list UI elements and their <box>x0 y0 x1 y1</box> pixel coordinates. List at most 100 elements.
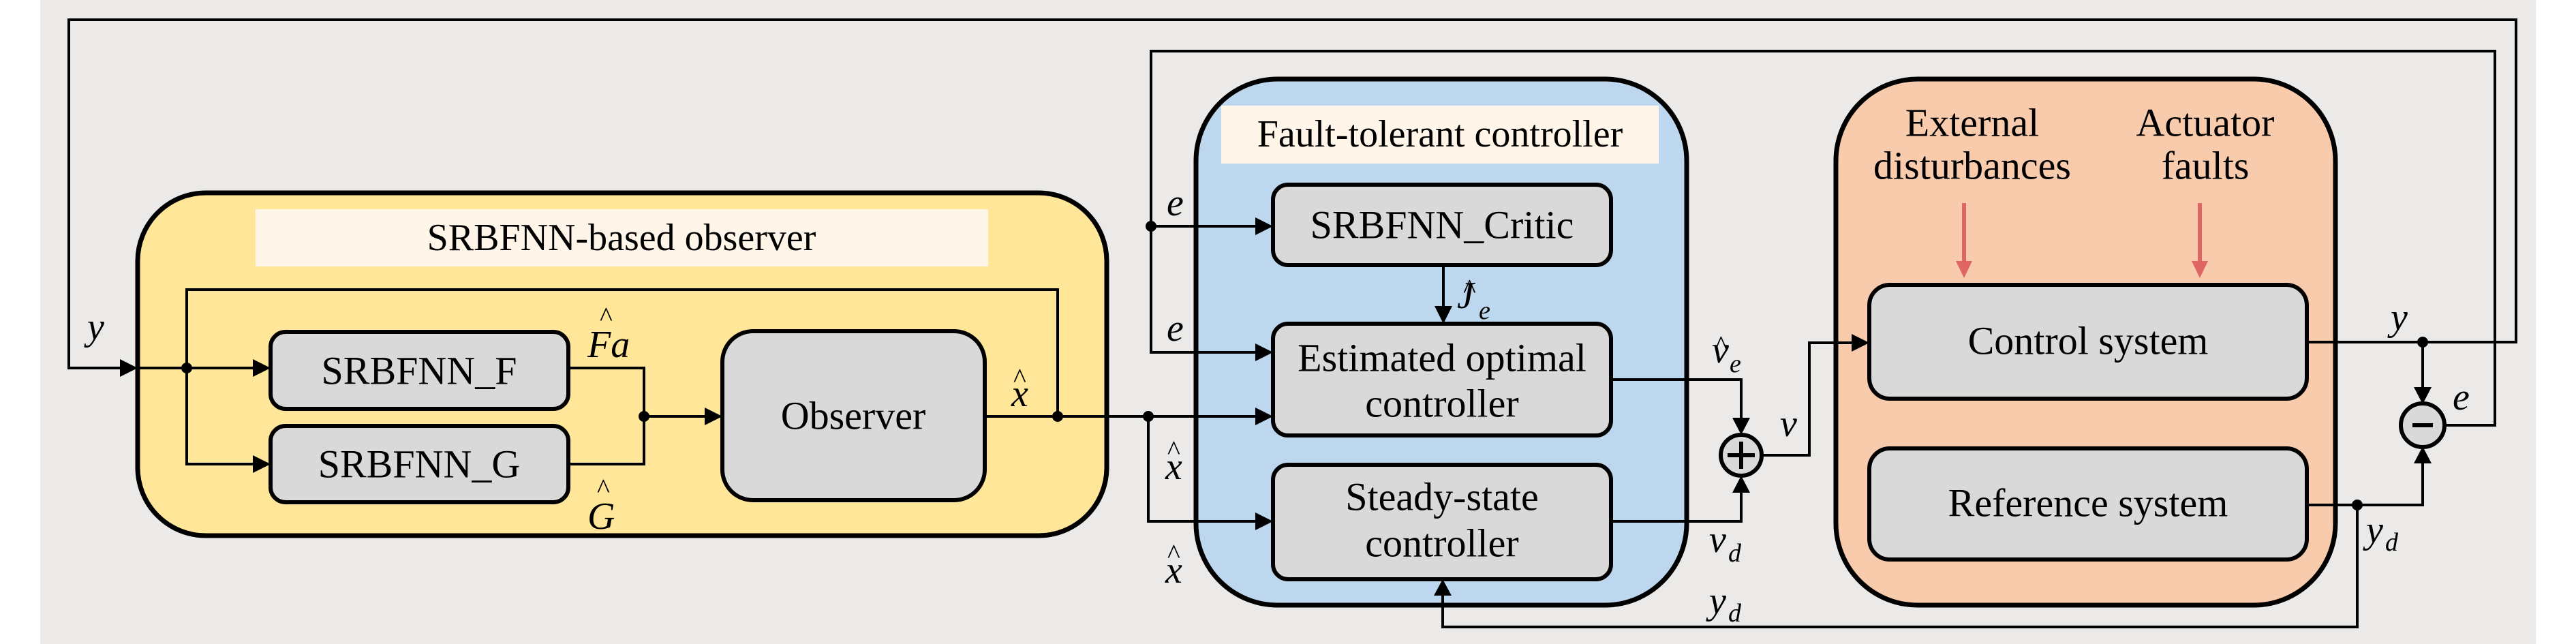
wire-v <box>1762 341 1854 457</box>
signal-y-d-ref-base: y <box>2363 509 2383 551</box>
steady-state-controller-block[interactable]: Steady-state controller <box>1271 463 1613 581</box>
estimated-optimal-label-line1: Estimated optimal <box>1298 336 1586 380</box>
srbfnn-g-block[interactable]: SRBFNN_G <box>269 424 570 504</box>
reference-system-block[interactable]: Reference system <box>1867 446 2309 562</box>
signal-y-input: y <box>84 306 104 348</box>
signal-x-hat-observer: ^ x <box>1011 363 1028 415</box>
signal-e-estimated: e <box>1167 307 1184 350</box>
signal-x-hat-steady-base: x <box>1165 549 1182 592</box>
signal-x-hat-estimated-base: x <box>1165 446 1182 488</box>
actuator-faults-line2: faults <box>2162 144 2250 188</box>
arrowhead-control-system <box>1852 334 1869 352</box>
arrowhead-observer <box>705 408 722 425</box>
signal-y-d-ref: y d <box>2363 509 2399 557</box>
signal-y-d-bottom-base: y <box>1706 580 1726 622</box>
wire-v-hat-e <box>1611 378 1743 419</box>
arrowhead-sum-bottom <box>1732 476 1750 493</box>
estimated-optimal-label-line2: controller <box>1365 382 1518 426</box>
signal-j-hat-e: ^ J e <box>1457 273 1490 325</box>
estimated-optimal-box <box>1271 322 1613 438</box>
srbfnn-g-label: SRBFNN_G <box>318 442 521 487</box>
signal-v-hat-e-accent: ^ <box>1715 330 1728 361</box>
steady-state-box <box>1271 463 1613 581</box>
signal-y-d-bottom-sub: d <box>1728 599 1742 628</box>
reference-system-box <box>1867 446 2309 562</box>
critic-block[interactable]: SRBFNN_Critic <box>1271 183 1613 267</box>
observer-title-bg <box>256 209 988 266</box>
signal-v-d-base: v <box>1709 519 1726 561</box>
controller-group-title: Fault-tolerant controller <box>1257 113 1623 155</box>
srbfnn-g-box <box>269 424 570 504</box>
controller-title-bg <box>1221 106 1659 164</box>
wire-observer-inner-loop <box>185 288 1059 465</box>
control-system-label: Control system <box>1968 319 2209 363</box>
arrowhead-estimated-e <box>1255 343 1273 361</box>
estimated-optimal-controller-block[interactable]: Estimated optimal controller <box>1271 322 1613 438</box>
signal-x-hat-steady: ^ x <box>1165 538 1182 592</box>
signal-e-critic: e <box>1167 182 1184 224</box>
signal-g-hat-accent: ^ <box>597 473 610 504</box>
wire-y-feedback <box>67 18 2517 369</box>
signal-g-hat-base: G <box>587 495 615 538</box>
steady-state-label-line1: Steady-state <box>1345 475 1538 519</box>
arrowhead-diff-bottom <box>2414 446 2432 463</box>
reference-system-label: Reference system <box>1948 481 2228 525</box>
srbfnn-f-box <box>269 330 570 411</box>
signal-j-hat-base: J <box>1457 275 1476 317</box>
critic-box <box>1271 183 1613 267</box>
wire-y-d-to-diff <box>2307 462 2424 506</box>
observer-box <box>720 329 987 502</box>
signal-v-hat-e-sub: e <box>1730 350 1741 378</box>
external-disturbances-line1: External <box>1905 101 2039 145</box>
wire-e-feedback <box>1150 50 2496 427</box>
signal-j-hat-sub: e <box>1479 296 1490 325</box>
junction-dot-x-hat-split <box>1143 411 1154 422</box>
junction-dot-merge <box>639 411 649 422</box>
sum-junction <box>1719 433 1764 478</box>
wire-v-d <box>1611 491 1743 523</box>
arrowhead-y-in <box>120 359 138 377</box>
difference-junction <box>2399 401 2447 449</box>
signal-x-hat-estimated-accent: ^ <box>1167 435 1180 465</box>
junction-dot-y-out <box>2417 337 2428 348</box>
signal-fa-hat-accent: ^ <box>600 301 613 332</box>
arrowhead-estimated-x <box>1255 408 1273 425</box>
signal-v-d: v d <box>1709 519 1742 568</box>
signal-e-error: e <box>2453 376 2470 418</box>
observer-block[interactable]: Observer <box>720 329 987 502</box>
signal-v-d-sub: d <box>1728 539 1742 568</box>
signal-y-d-bottom: y d <box>1706 580 1742 628</box>
external-disturbances-line2: disturbances <box>1873 144 2071 188</box>
signal-x-hat-estimated: ^ x <box>1165 435 1182 488</box>
arrowhead-diff-top <box>2414 387 2432 404</box>
signal-j-hat-accent: ^ <box>1463 273 1476 304</box>
arrowhead-steady-x <box>1255 512 1273 530</box>
actuator-faults-line1: Actuator <box>2136 101 2275 145</box>
arrowhead-srbfnn-g <box>253 455 271 473</box>
signal-fa-hat: ^ Fa <box>587 301 630 366</box>
junction-dot-e <box>1146 221 1156 232</box>
srbfnn-f-label: SRBFNN_F <box>322 349 517 393</box>
wire-y-d-to-steady <box>1441 505 2359 628</box>
signal-fa-hat-base: Fa <box>587 324 630 366</box>
fault-arrowhead <box>2192 261 2208 278</box>
junction-dot-x-hat-loop <box>1052 411 1063 422</box>
signal-v: v <box>1780 403 1797 445</box>
arrowhead-steady-yd <box>1434 579 1452 596</box>
wire-x-hat-steady <box>1147 416 1258 523</box>
signal-x-hat-observer-base: x <box>1011 373 1028 415</box>
observer-label: Observer <box>781 394 926 438</box>
signal-v-hat-e: ^ v e <box>1712 329 1741 378</box>
signal-x-hat-steady-accent: ^ <box>1167 538 1180 569</box>
signal-g-hat: ^ G <box>587 473 615 538</box>
critic-label: SRBFNN_Critic <box>1310 203 1574 247</box>
observer-group-title: SRBFNN-based observer <box>427 217 816 259</box>
srbfnn-f-block[interactable]: SRBFNN_F <box>269 330 570 411</box>
signal-y-output: y <box>2387 296 2408 339</box>
signal-y-d-ref-sub: d <box>2385 528 2399 557</box>
arrowhead-srbfnn-f <box>253 359 271 377</box>
junction-dot-y-d <box>2352 500 2363 510</box>
arrowhead-j-hat <box>1435 306 1452 324</box>
control-system-block[interactable]: Control system <box>1867 283 2309 401</box>
